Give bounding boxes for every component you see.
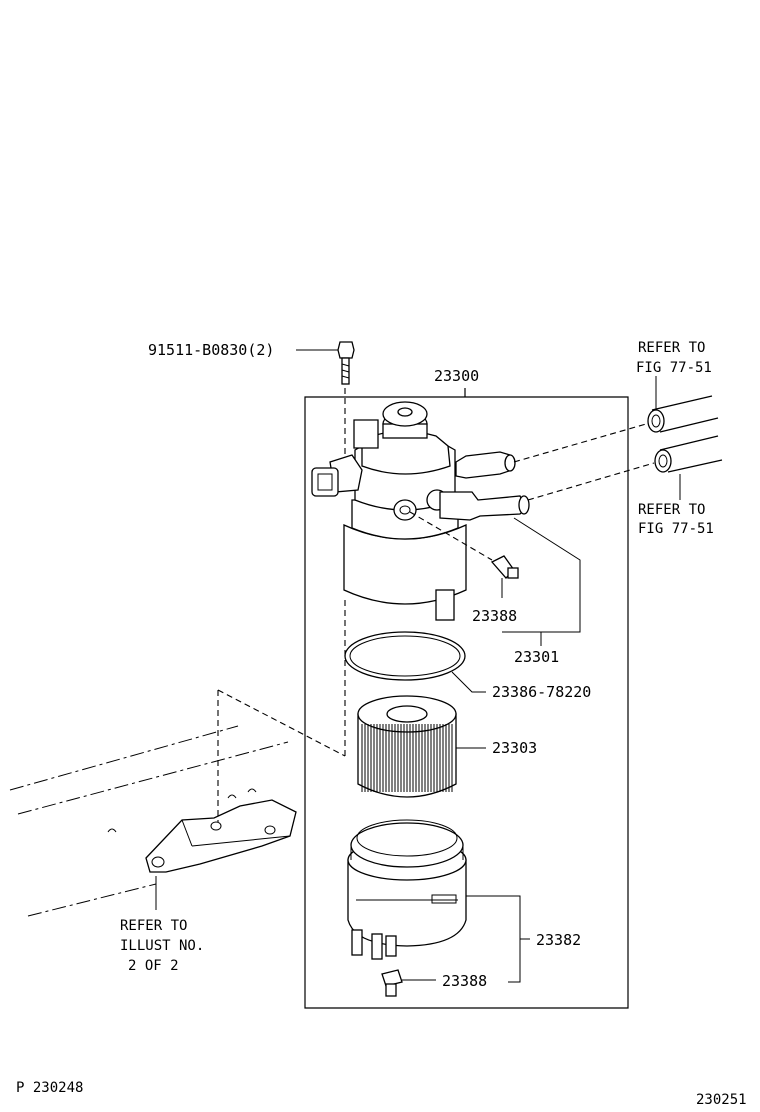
label-plug-lower: 23388 xyxy=(442,972,487,990)
assembly-bracket-box xyxy=(304,388,629,1009)
frame-and-bracket-part xyxy=(9,600,346,917)
label-oring: 23386-78220 xyxy=(492,683,591,701)
ref-hose-lower-line2: FIG 77-51 xyxy=(638,521,714,537)
plug-lower-part xyxy=(381,969,436,997)
label-bolt: 91511-B0830(2) xyxy=(148,341,274,359)
plug-upper-part xyxy=(409,511,519,598)
label-plug-upper: 23388 xyxy=(472,607,517,625)
ref-hose-upper-line1: REFER TO xyxy=(638,340,705,356)
hose-lower-dashline xyxy=(527,462,655,501)
ref-bracket-line3: 2 OF 2 xyxy=(128,958,179,974)
ref-bracket-line2: ILLUST NO. xyxy=(120,938,204,954)
bolt-part xyxy=(296,341,355,455)
label-element: 23303 xyxy=(492,739,537,757)
label-case: 23382 xyxy=(536,931,581,949)
label-assembly: 23300 xyxy=(434,367,479,385)
ref-hose-lower-line1: REFER TO xyxy=(638,502,705,518)
ref-hose-upper-line2: FIG 77-51 xyxy=(636,360,712,376)
filter-element-part xyxy=(357,695,486,798)
footer-page-code: P 230248 xyxy=(16,1080,83,1096)
filter-case-part xyxy=(347,819,530,983)
oring-part xyxy=(344,631,486,693)
hose-lower-part xyxy=(654,435,723,473)
footer-figure-code: 230251 xyxy=(696,1092,747,1108)
hose-upper-part xyxy=(647,395,719,433)
filter-head-part xyxy=(311,401,530,621)
label-pipe-set: 23301 xyxy=(514,648,559,666)
ref-bracket-line1: REFER TO xyxy=(120,918,187,934)
hose-upper-dashline xyxy=(513,423,647,463)
